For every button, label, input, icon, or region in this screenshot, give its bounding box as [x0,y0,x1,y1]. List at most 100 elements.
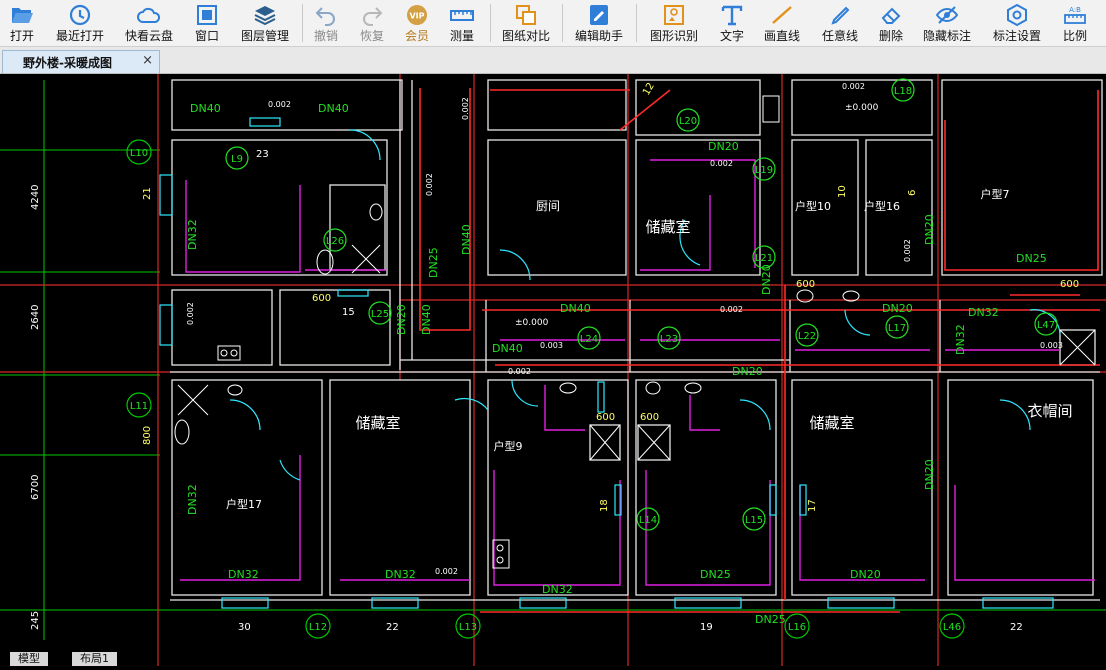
redo-button[interactable]: 恢复 [352,0,392,46]
pipe-label: DN25 [1016,252,1047,265]
freehand-button[interactable]: 任意线 [816,0,864,46]
riser-label: L18 [894,86,912,97]
riser-label: L20 [679,116,697,127]
scale-icon: A:B [1064,6,1086,24]
close-icon[interactable]: × [142,53,153,68]
compare-icon [516,5,536,25]
text-label: 文字 [719,29,744,43]
eye-hide-icon [935,6,959,24]
freehand-label: 任意线 [821,29,858,43]
cloud-button[interactable]: 快看云盘 [118,0,180,46]
edit-helper-label: 编辑助手 [574,29,623,43]
grid-bubble-label: L46 [943,622,961,633]
riser-label: L24 [580,334,598,345]
bottom-dim: 22 [1010,622,1023,633]
window-button[interactable]: 窗口 [188,0,226,46]
open-label: 打开 [9,29,34,43]
pipe-label: DN32 [228,568,259,581]
riser-bubbles [225,78,1058,531]
pipes-red [419,88,1100,613]
room-label: 户型9 [494,439,523,453]
mark-settings-label: 标注设置 [992,29,1041,43]
shape-recognize-icon [664,5,684,25]
undo-button[interactable]: 撤销 [306,0,346,46]
tab-model[interactable]: 模型 [10,652,48,666]
room-label: 户型16 [864,199,900,213]
room-label: 储藏室 [645,218,690,236]
measure-label: 测量 [449,29,474,43]
doors [159,117,1061,609]
measure-button[interactable]: 测量 [442,0,482,46]
toolbar-separator [302,4,303,42]
pipe-label: DN32 [385,568,416,581]
pipe-label: DN32 [542,583,573,596]
riser-label: L26 [326,236,344,247]
bottom-dim: 19 [700,622,713,633]
vip-button[interactable]: VIP 会员 [398,0,436,46]
hide-marks-button[interactable]: 隐藏标注 [918,0,976,46]
text-button[interactable]: 文字 [714,0,750,46]
line-label: 画直线 [763,29,800,43]
recent-label: 最近打开 [55,29,104,43]
pipe-label: DN20 [882,302,913,315]
riser-label: L9 [231,154,243,165]
misc-number: 21 [142,187,153,200]
dim-label: 800 [142,426,153,445]
recent-icon [69,4,91,26]
pipe-label: DN25 [427,247,440,278]
pipe-label: DN32 [186,219,199,250]
document-tab-bar: 野外楼-采暖成图 × [0,47,1106,74]
erase-button[interactable]: 删除 [872,0,910,46]
ruler-icon [450,10,474,21]
misc-number: 23 [256,149,269,160]
pipe-label: DN32 [968,306,999,319]
layers-button[interactable]: 图层管理 [234,0,296,46]
misc-number: 600 [1060,279,1079,290]
drawing-canvas[interactable]: 4240 2640 800 6700 245 [0,74,1106,666]
undo-label: 撤销 [313,29,338,43]
vip-icon: VIP [407,5,427,25]
line-button[interactable]: 画直线 [758,0,806,46]
riser-label: L25 [371,309,389,320]
floor-plan: 4240 2640 800 6700 245 [0,74,1106,666]
riser-label: L15 [745,515,763,526]
riser-label: L21 [755,253,773,264]
pipe-label: DN40 [318,102,349,115]
compare-button[interactable]: 图纸对比 [496,0,556,46]
shape-recognize-button[interactable]: 图形识别 [642,0,706,46]
pipe-label: DN20 [923,459,936,490]
window-label: 窗口 [194,29,219,43]
layers-label: 图层管理 [240,29,289,43]
tab-layout1[interactable]: 布局1 [72,652,117,666]
pipe-label: DN20 [732,365,763,378]
window-icon [197,5,217,25]
scale-button[interactable]: A:B 比例 [1056,0,1094,46]
gear-icon [1007,4,1027,26]
pipe-label: DN20 [760,264,773,295]
riser-label: L23 [660,334,678,345]
line-icon [772,6,792,24]
open-button[interactable]: 打开 [2,0,42,46]
cloud-icon [137,7,161,23]
slope-label: 0.002 [186,302,195,325]
pipe-label: DN32 [954,324,967,355]
undo-icon [315,7,335,26]
document-tab[interactable]: 野外楼-采暖成图 × [2,50,160,73]
riser-label: L19 [755,165,773,176]
slope-label: 0.002 [720,305,743,314]
edit-helper-button[interactable]: 编辑助手 [568,0,630,46]
recent-button[interactable]: 最近打开 [50,0,110,46]
pipe-label: DN40 [190,102,221,115]
grid-bubble-label: L13 [459,622,477,633]
slope-label: 0.002 [268,100,291,109]
pipe-label: DN40 [560,302,591,315]
redo-icon [363,7,383,26]
vip-label: 会员 [404,29,429,43]
grid-bubble-label: L16 [788,622,806,633]
hide-marks-label: 隐藏标注 [922,29,971,43]
freehand-icon [831,6,850,25]
toolbar-separator [636,4,637,42]
mark-settings-button[interactable]: 标注设置 [986,0,1048,46]
pipe-label: DN40 [492,342,523,355]
bottom-dimensions: 30 22 22 19 17 22 [238,622,1023,633]
